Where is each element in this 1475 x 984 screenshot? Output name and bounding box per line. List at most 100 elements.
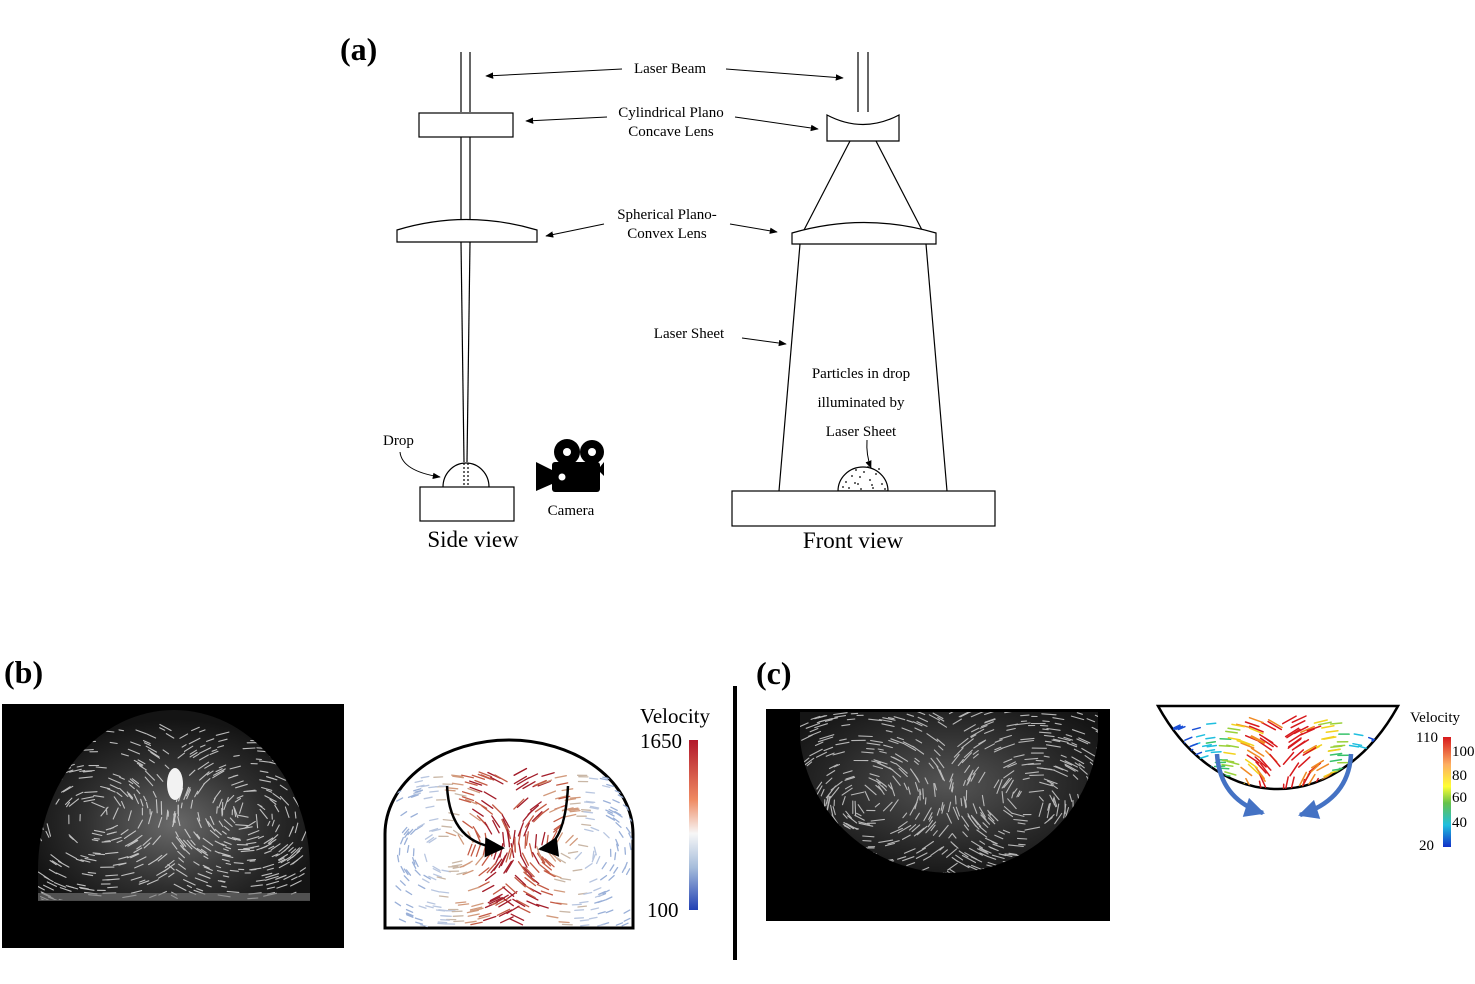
velocity-vector	[1365, 831, 1371, 836]
velocity-vector	[1320, 836, 1331, 838]
velocity-vector	[1186, 877, 1193, 880]
particle-streak	[828, 764, 838, 770]
particle-streak	[221, 830, 227, 835]
particle-streak	[1084, 755, 1094, 762]
particle-streak	[223, 848, 229, 852]
velocity-vector	[1307, 865, 1319, 868]
velocity-vector	[1205, 722, 1217, 725]
particle-streak	[255, 879, 266, 882]
velocity-vector	[536, 883, 550, 891]
particle-streak	[144, 770, 156, 781]
colorbar-c-tick-60: 60	[1452, 790, 1467, 806]
particle-streak	[199, 729, 206, 733]
particle-streak	[112, 773, 121, 778]
particle-streak	[104, 840, 111, 842]
velocity-vector	[1221, 763, 1234, 767]
velocity-vector	[1188, 811, 1190, 818]
velocity-vector	[517, 829, 522, 845]
velocity-vector	[1278, 841, 1290, 851]
particle-streak	[1035, 759, 1044, 762]
particle-streak	[178, 837, 187, 847]
particle-streak	[881, 723, 895, 727]
particle-streak	[826, 795, 831, 811]
velocity-vector	[457, 834, 465, 845]
velocity-vector	[464, 920, 477, 924]
particle-streak	[824, 719, 833, 722]
velocity-vector	[1198, 871, 1205, 873]
particle-streak	[223, 796, 229, 811]
velocity-vector	[574, 909, 585, 912]
particle-streak	[887, 717, 895, 720]
particle-streak	[970, 712, 985, 718]
velocity-vector	[461, 791, 475, 796]
velocity-vector	[1264, 822, 1275, 832]
velocity-vector	[1351, 829, 1358, 833]
velocity-vector	[593, 846, 597, 856]
particle-streak	[93, 795, 105, 798]
particle-streak	[1007, 844, 1024, 847]
colorbar-c-tick-40: 40	[1452, 815, 1467, 831]
velocity-vector	[602, 776, 611, 780]
label-side-view: Side view	[427, 527, 519, 552]
velocity-vector	[464, 798, 478, 805]
velocity-vector	[467, 787, 481, 794]
particle-streak	[972, 766, 980, 775]
velocity-vector	[489, 893, 503, 902]
particle-streak	[832, 806, 836, 816]
velocity-vector	[1337, 872, 1346, 873]
particle-streak	[221, 843, 227, 847]
particle-streak	[830, 804, 834, 818]
particle-streak	[939, 769, 945, 782]
particle-streak	[1049, 794, 1057, 808]
velocity-vector	[1254, 756, 1267, 768]
particle-streak	[926, 733, 939, 742]
particle-streak	[233, 838, 241, 841]
particle-streak	[59, 887, 72, 892]
velocity-vector	[484, 871, 497, 882]
particle-streak	[954, 795, 957, 805]
velocity-vector	[464, 781, 478, 786]
particle-streak	[968, 847, 983, 856]
particle-streak	[64, 797, 73, 806]
velocity-vector	[1248, 716, 1264, 724]
particle-streak	[79, 769, 86, 773]
velocity-vector	[1241, 810, 1251, 817]
velocity-vector	[1254, 846, 1267, 851]
velocity-vector	[524, 872, 536, 883]
particle-streak	[177, 816, 181, 827]
velocity-vector	[414, 859, 419, 868]
velocity-vector	[1367, 848, 1374, 852]
velocity-vector	[518, 841, 522, 857]
velocity-vector	[610, 806, 618, 811]
particle-streak	[127, 810, 132, 821]
particle-streak	[178, 863, 186, 870]
velocity-vector	[488, 897, 502, 905]
velocity-vector	[413, 790, 422, 795]
velocity-vector	[1204, 814, 1209, 821]
particle-streak	[236, 795, 244, 799]
particle-streak	[973, 740, 986, 749]
particle-streak	[1059, 759, 1073, 766]
velocity-vector	[1352, 742, 1363, 747]
velocity-vector	[534, 834, 538, 849]
velocity-vector	[1247, 763, 1260, 775]
velocity-vector	[1266, 869, 1280, 875]
velocity-vector	[523, 890, 536, 899]
particle-streak	[264, 875, 279, 881]
particle-streak	[1071, 742, 1078, 746]
particle-streak	[139, 879, 146, 883]
velocity-vector	[437, 922, 447, 925]
particle-streak	[78, 776, 93, 779]
particle-streak	[877, 782, 886, 790]
velocity-vector	[513, 767, 528, 776]
particle-streak	[213, 790, 222, 800]
particle-streak	[912, 745, 925, 755]
particle-streak	[857, 804, 865, 814]
particle-streak	[890, 761, 896, 765]
particle-streak	[279, 795, 290, 806]
particle-streak	[819, 734, 835, 740]
particle-streak	[998, 830, 1005, 835]
velocity-vector	[602, 784, 611, 789]
particle-streak	[45, 830, 50, 838]
velocity-vector	[1284, 868, 1298, 874]
